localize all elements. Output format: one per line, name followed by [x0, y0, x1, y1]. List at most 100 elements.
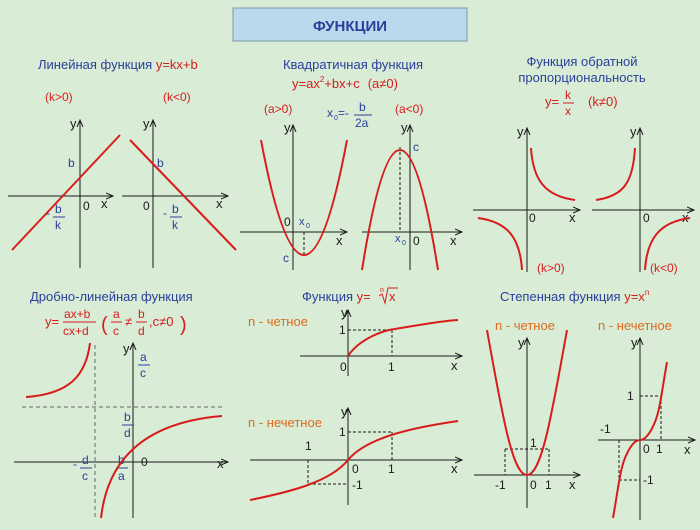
- b-label: b: [68, 156, 75, 170]
- linear-left-condition: (k>0): [45, 90, 73, 104]
- inverse-heading-1: Функция обратной: [526, 54, 637, 69]
- x-label: x: [569, 477, 576, 492]
- origin-label: 0: [643, 442, 650, 456]
- x-label: x: [216, 196, 223, 211]
- vertex-eq: =-: [338, 106, 349, 120]
- x0-sub: 0: [402, 240, 406, 247]
- linear-right-graph: y x 0 b - b k: [122, 116, 237, 268]
- power-even-label: n - четное: [495, 318, 555, 333]
- x-neg-one-label: -1: [495, 478, 506, 492]
- inverse-frac-num: k: [565, 88, 572, 102]
- radical-arg: x: [389, 289, 396, 304]
- cond-a-num: a: [113, 307, 120, 321]
- hyperbola-branch-q4: [644, 217, 691, 271]
- c-label: c: [283, 251, 289, 265]
- bd-num: b: [124, 410, 131, 424]
- minus-sign: -: [163, 206, 167, 220]
- dc-den: c: [82, 469, 88, 483]
- quadratic-section: Квадратичная функция y=ax2+bx+c(a≠0) (a>…: [240, 57, 462, 271]
- ba-den: a: [118, 469, 125, 483]
- root-even-label: n - четное: [248, 314, 308, 329]
- origin-label: 0: [529, 211, 536, 225]
- y-label: y: [284, 120, 291, 135]
- y-label: y: [401, 120, 408, 135]
- cond-tail: ,c≠0: [149, 314, 173, 329]
- cond-open-paren: (: [101, 314, 108, 336]
- b-label: b: [157, 156, 164, 170]
- inverse-heading-2: пропорциональность: [518, 70, 646, 85]
- x-neg-one-label: 1: [305, 439, 312, 453]
- x-one-label: 1: [545, 478, 552, 492]
- quadratic-right-condition: (a<0): [395, 102, 423, 116]
- x-label: x: [451, 461, 458, 476]
- hyperbola-left-branch: [25, 342, 91, 398]
- inverse-left-condition: (k>0): [537, 261, 565, 275]
- line-decreasing: [129, 139, 237, 251]
- power-even-graph: n - четное y x 0 1 1 -1: [474, 318, 580, 508]
- origin-label: 0: [530, 478, 537, 492]
- fractional-frac-num: ax+b: [64, 307, 91, 321]
- frac-num: b: [359, 100, 366, 114]
- line-increasing: [11, 134, 121, 251]
- y-neg-one-label: -1: [352, 478, 363, 492]
- x-label: x: [217, 456, 224, 471]
- x-one-label: 1: [388, 462, 395, 476]
- vertex-x: x: [327, 106, 333, 120]
- frac-den: 2a: [355, 116, 369, 130]
- origin-label: 0: [141, 455, 148, 469]
- y-one-label: 1: [530, 436, 537, 450]
- y-label: y: [70, 116, 77, 131]
- y-label: y: [631, 335, 638, 350]
- y-label: y: [630, 124, 637, 139]
- ac-num: a: [140, 350, 147, 364]
- y-neg-one-label: -1: [643, 473, 654, 487]
- power-section: Степенная функция y=xn n - четное y x 0 …: [474, 288, 695, 520]
- y-label: y: [341, 404, 348, 419]
- origin-label: 0: [413, 234, 420, 248]
- bd-den: d: [124, 426, 131, 440]
- inverse-left-graph: y x 0 (k>0): [473, 124, 580, 275]
- parabola-down: [361, 149, 439, 271]
- x-label: x: [569, 210, 576, 225]
- quadratic-left-condition: (a>0): [264, 102, 292, 116]
- origin-label: 0: [340, 360, 347, 374]
- x-one-label: 1: [388, 360, 395, 374]
- frac-den: k: [172, 218, 179, 232]
- root-even-graph: n - четное y x 0 1 1: [248, 305, 462, 376]
- linear-left-graph: y x 0 b - b k: [8, 116, 121, 268]
- quadratic-right-graph: y x 0 x 0 c: [361, 120, 462, 271]
- y-one-label: 1: [627, 389, 634, 403]
- y-label: y: [123, 341, 130, 356]
- c-label: c: [413, 140, 419, 154]
- cond-close-paren: ): [180, 314, 187, 336]
- origin-label: 0: [284, 215, 291, 229]
- power-even-curve: [486, 329, 568, 477]
- inverse-right-condition: (k<0): [650, 261, 678, 275]
- cond-a-den: c: [113, 324, 119, 338]
- x-label: x: [450, 233, 457, 248]
- page-title: ФУНКЦИИ: [313, 18, 387, 35]
- y-label: y: [518, 335, 525, 350]
- inverse-condition: (k≠0): [588, 94, 618, 109]
- power-odd-curve: [612, 361, 668, 519]
- title-box: [232, 7, 468, 42]
- vertex-formula: x 0 =- b 2a: [327, 100, 372, 130]
- inverse-section: Функция обратной пропорциональность y= k…: [473, 54, 694, 275]
- x-neg-one-label: -1: [600, 422, 611, 436]
- power-odd-label: n - нечетное: [598, 318, 672, 333]
- radical-index: n: [380, 287, 384, 294]
- root-odd-graph: n - нечетное y x 0 1 1 -1 1: [248, 404, 462, 505]
- origin-label: 0: [352, 462, 359, 476]
- root-section: Функция y= n x n - четное y x 0 1 1 n - …: [248, 287, 462, 505]
- hyperbola-branch-q2: [595, 147, 636, 201]
- linear-right-condition: (k<0): [163, 90, 191, 104]
- x-label: x: [682, 210, 689, 225]
- cond-b-num: b: [138, 307, 145, 321]
- x0-label: x: [299, 216, 305, 228]
- fractional-graph: y x 0 a c b d - d c b a: [14, 341, 228, 520]
- root-even-curve: [347, 319, 459, 357]
- fractional-formula-y: y=: [45, 314, 59, 329]
- hyperbola-branch-q1: [530, 147, 576, 201]
